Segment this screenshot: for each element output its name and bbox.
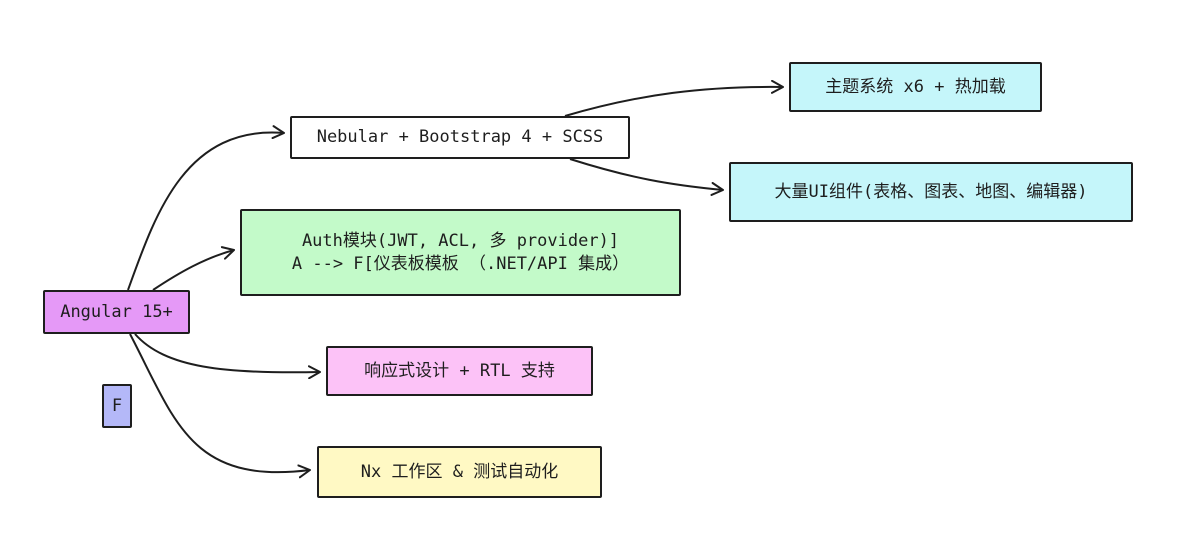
edge-angular-to-auth: [152, 246, 235, 291]
node-ui-components-label: 大量UI组件(表格、图表、地图、编辑器): [774, 181, 1088, 202]
node-angular-label: Angular 15+: [60, 301, 173, 322]
node-responsive-design: 响应式设计 + RTL 支持: [326, 346, 593, 396]
node-nx-workspace-label: Nx 工作区 & 测试自动化: [360, 461, 559, 482]
node-theme-system-label: 主题系统 x6 + 热加载: [825, 76, 1006, 97]
edge-angular-to-nebular: [127, 125, 285, 291]
edge-nebular-to-theme: [564, 79, 784, 117]
node-theme-system: 主题系统 x6 + 热加载: [789, 62, 1042, 112]
node-nebular-label: Nebular + Bootstrap 4 + SCSS: [316, 127, 604, 148]
node-nebular: Nebular + Bootstrap 4 + SCSS: [290, 116, 630, 159]
edge-angular-to-resp: [134, 333, 321, 380]
node-ui-components: 大量UI组件(表格、图表、地图、编辑器): [729, 162, 1133, 222]
node-nx-workspace: Nx 工作区 & 测试自动化: [317, 446, 602, 498]
edge-angular-to-nx: [129, 333, 311, 479]
node-responsive-design-label: 响应式设计 + RTL 支持: [364, 360, 555, 381]
node-f-label: F: [111, 395, 123, 416]
node-f: F: [102, 384, 132, 428]
node-auth-label-line2: A --> F[仪表板模板 （.NET/API 集成）: [291, 253, 630, 274]
node-auth-module: Auth模块(JWT, ACL, 多 provider)] A --> F[仪表…: [240, 209, 681, 296]
node-auth-label-line1: Auth模块(JWT, ACL, 多 provider)]: [301, 231, 620, 252]
node-angular: Angular 15+: [43, 290, 190, 334]
edge-nebular-to-ui: [569, 158, 724, 196]
